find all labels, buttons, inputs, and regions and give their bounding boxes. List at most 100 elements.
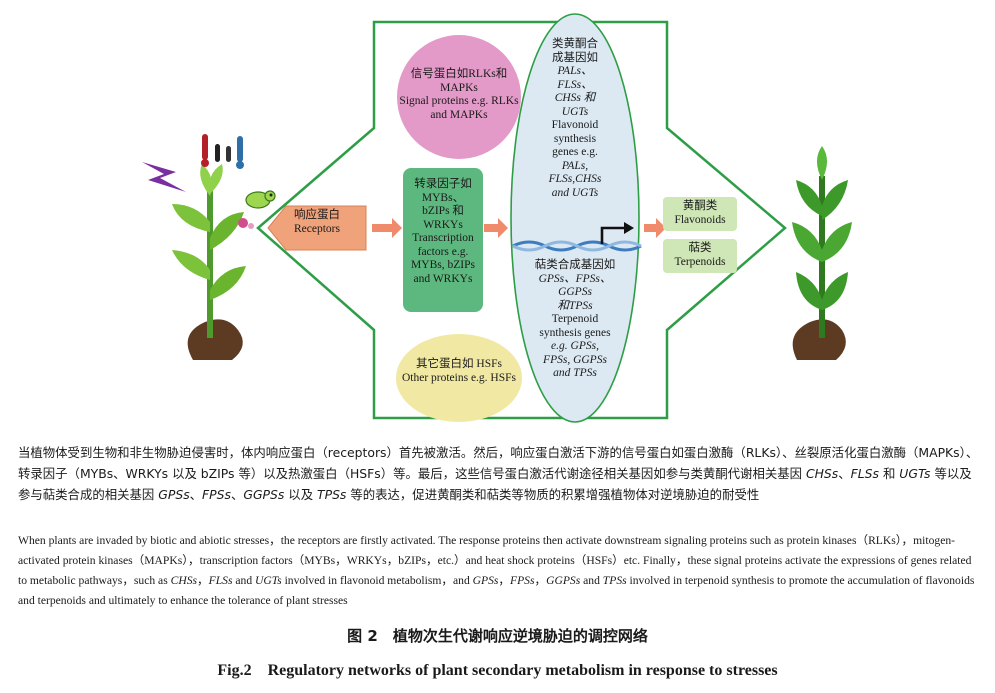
flavonoids-label-zh: 黄酮类 <box>682 200 718 212</box>
caption-en-gene: UGTs <box>255 574 282 587</box>
flavonoids-label-en: Flavonoids <box>674 213 726 226</box>
caption-zh-text: 等以及参与萜类合成的相关基因 <box>18 466 972 502</box>
arrow-genes-to-products <box>644 218 666 238</box>
caption-zh-gene: UGTs <box>899 466 931 481</box>
plant-stressed-icon <box>172 164 246 360</box>
flavonoid-gene-line: Flavonoid <box>551 119 599 131</box>
caption-en-text: involved in terpenoid synthesis to promo… <box>18 574 975 607</box>
receptors-label-en: Receptors <box>294 222 340 235</box>
signal-label-zh2: MAPKs <box>440 81 478 94</box>
caption-chinese: 当植物体受到生物和非生物胁迫侵害时，体内响应蛋白（receptors）首先被激活… <box>18 442 980 505</box>
caption-en-gene: GGPSs <box>546 574 581 587</box>
terpenoid-gene-line: GGPSs <box>558 286 592 298</box>
caption-zh-text: 当植物体受到生物和非生物胁迫侵害时，体内响应蛋白（receptors）首先被激活… <box>18 445 979 481</box>
flavonoid-gene-line: genes e.g. <box>552 146 598 158</box>
arrow-receptor-to-proteins <box>372 218 402 238</box>
insect-icon <box>245 190 276 209</box>
flavonoid-gene-line: FLSs、 <box>557 78 593 91</box>
terpenoids-shape <box>663 239 737 273</box>
caption-zh-text: 和 <box>879 466 900 481</box>
tf-line: WRKYs <box>423 218 463 231</box>
diagram-canvas <box>142 13 852 423</box>
terpenoid-gene-line: 和TPSs <box>557 299 593 312</box>
terpenoid-gene-line: 萜类合成基因如 <box>534 259 616 271</box>
caption-en-text: ， <box>498 574 511 587</box>
terpenoid-genes-label: 萜类合成基因如 GPSs、FPSs、 GGPSs 和TPSs Terpenoid… <box>517 259 633 381</box>
caption-en-gene: CHSs <box>170 574 198 587</box>
signal-label-en2: and MAPKs <box>430 108 488 121</box>
terpenoid-gene-line: Terpenoid <box>551 313 599 325</box>
terpenoids-label: 萜类 Terpenoids <box>663 242 737 269</box>
caption-zh-gene: CHSs <box>805 466 839 481</box>
promoter-arrow-icon <box>600 222 634 244</box>
plant-healthy-icon <box>792 146 852 360</box>
tf-line: bZIPs 和 <box>422 205 464 217</box>
tf-line: MYBs、 <box>421 191 465 204</box>
caption-en-gene: FLSs <box>208 574 233 587</box>
figure-title-en: Fig.2 Regulatory networks of plant secon… <box>217 662 778 679</box>
network-arrow-outline <box>256 20 787 420</box>
caption-en-gene: GPSs <box>472 574 499 587</box>
terpenoid-gene-line: e.g. GPSs, <box>551 340 599 352</box>
caption-zh-text: 等的表达，促进黄酮类和萜类等物质的积累增强植物体对逆境胁迫的耐受性 <box>346 487 760 502</box>
receptors-shape <box>267 205 367 251</box>
caption-en-gene: FPSs <box>510 574 535 587</box>
caption-en-text: and <box>580 574 603 587</box>
flavonoid-gene-line: PALs、 <box>557 65 593 77</box>
caption-en-text: ， <box>534 574 547 587</box>
caption-zh-text: 、 <box>230 487 244 502</box>
caption-en-text: involved in flavonoid metabolism，and <box>281 574 473 587</box>
pathogen-icon <box>238 218 254 229</box>
tf-line: factors e.g. <box>417 245 469 258</box>
dna-icon <box>512 240 642 252</box>
thermometer-icon <box>201 134 244 169</box>
tf-line: Transcription <box>412 232 474 244</box>
caption-zh-gene: FLSs <box>850 466 879 481</box>
terpenoid-gene-line: FPSs, GGPSs <box>543 353 607 366</box>
arrow-tf-to-genes <box>484 218 508 238</box>
other-proteins-label: 其它蛋白如 HSFs Other proteins e.g. HSFs <box>392 358 526 385</box>
terpenoid-gene-line: GPSs、FPSs、 <box>538 272 612 285</box>
flavonoid-gene-line: and UGTs <box>551 186 599 199</box>
other-label-en: Other proteins e.g. HSFs <box>401 371 517 384</box>
flavonoid-gene-line: PALs, <box>561 159 589 172</box>
caption-zh-gene: FPSs <box>202 487 231 502</box>
tf-line: and WRKYs <box>413 272 473 285</box>
flavonoid-gene-line: 类黄酮合 <box>552 38 598 50</box>
genes-ellipse-shape <box>510 13 640 423</box>
caption-en-text: and <box>232 574 256 587</box>
transcription-factors-shape <box>403 168 483 312</box>
caption-en-gene: TPSs <box>602 574 627 587</box>
flavonoid-gene-line: CHSs 和 <box>554 92 596 104</box>
flavonoid-gene-line: synthesis <box>553 132 597 145</box>
flavonoids-label: 黄酮类 Flavonoids <box>663 200 737 227</box>
terpenoid-gene-line: and TPSs <box>553 367 597 379</box>
other-proteins-shape <box>396 334 522 422</box>
flavonoid-genes-label: 类黄酮合 成基因如 PALs、 FLSs、 CHSs 和 UGTs Flavon… <box>527 38 623 200</box>
transcription-factors-label: 转录因子如 MYBs、 bZIPs 和 WRKYs Transcription … <box>401 178 485 286</box>
tf-line: 转录因子如 <box>414 178 472 190</box>
other-label-zh: 其它蛋白如 HSFs <box>416 358 502 370</box>
signal-label-zh: 信号蛋白如RLKs和 <box>410 68 508 80</box>
terpenoids-label-en: Terpenoids <box>674 255 726 268</box>
terpenoid-gene-line: synthesis genes <box>539 326 611 339</box>
flavonoid-gene-line: FLSs,CHSs <box>548 173 602 185</box>
flavonoid-gene-line: UGTs <box>561 105 589 118</box>
signal-proteins-label: 信号蛋白如RLKs和 MAPKs Signal proteins e.g. RL… <box>392 68 526 122</box>
caption-zh-gene: TPSs <box>317 487 347 502</box>
caption-zh-gene: GPSs <box>158 487 190 502</box>
regulatory-network-diagram: 响应蛋白 Receptors 信号蛋白如RLKs和 MAPKs Signal p… <box>142 13 852 423</box>
lightning-icon <box>142 162 186 192</box>
caption-en-text: ， <box>197 574 209 587</box>
caption-zh-gene: GGPSs <box>243 487 285 502</box>
terpenoids-label-zh: 萜类 <box>688 242 712 254</box>
signal-proteins-shape <box>397 35 521 159</box>
receptors-label-zh: 响应蛋白 <box>294 209 340 221</box>
caption-zh-text: 以及 <box>284 487 318 502</box>
receptors-label: 响应蛋白 Receptors <box>268 209 366 236</box>
caption-english: When plants are invaded by biotic and ab… <box>18 531 980 611</box>
flavonoid-gene-line: 成基因如 <box>552 51 598 64</box>
caption-zh-text: 、 <box>189 487 203 502</box>
figure-title-zh: 图 2 植物次生代谢响应逆境胁迫的调控网络 <box>347 627 648 645</box>
signal-label-en1: Signal proteins e.g. RLKs <box>399 95 519 107</box>
